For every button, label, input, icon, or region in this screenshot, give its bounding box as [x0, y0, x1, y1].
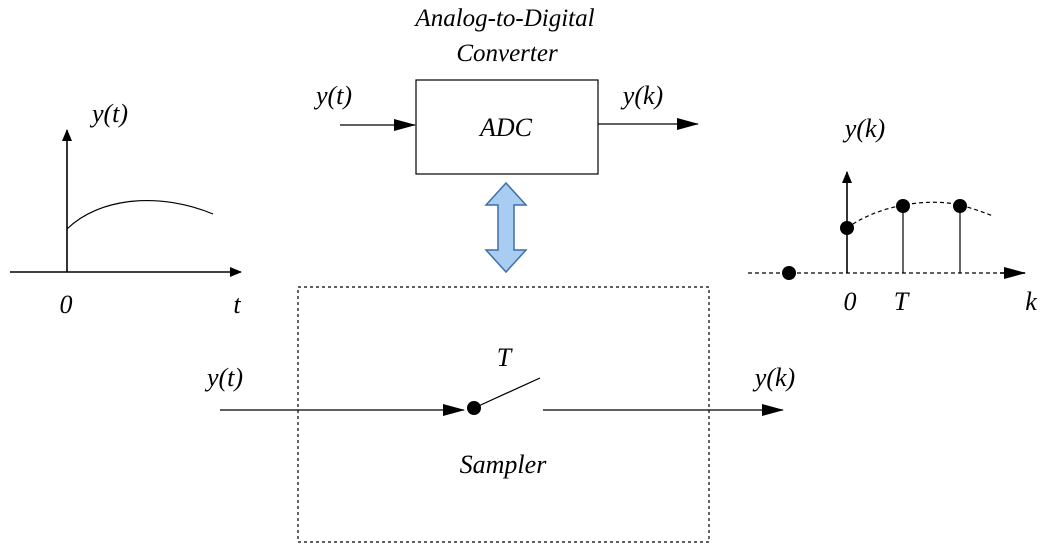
discrete-sample-2T — [953, 199, 967, 213]
sampler-input-label: y(t) — [204, 363, 243, 392]
adc-input-label: y(t) — [313, 81, 352, 110]
adc-title-line2: Converter — [456, 40, 558, 67]
discrete-sample-negative — [782, 266, 796, 280]
continuous-origin-label: 0 — [60, 290, 73, 319]
adc-title-line1: Analog-to-Digital — [413, 5, 594, 32]
discrete-y-label: y(k) — [842, 114, 885, 143]
discrete-period-label: T — [894, 287, 910, 316]
discrete-sample-T — [896, 199, 910, 213]
adc-output-label: y(k) — [620, 81, 663, 110]
continuous-y-label: y(t) — [89, 99, 128, 128]
sampler-switch-blade — [473, 377, 541, 409]
continuous-signal-curve — [66, 199, 214, 230]
discrete-sample-zero — [840, 221, 854, 235]
sampler-output-label: y(k) — [752, 363, 795, 392]
continuous-plot: y(t) 0 t — [10, 99, 242, 319]
discrete-envelope-dashed — [846, 201, 994, 229]
adc-block: Analog-to-Digital Converter ADC y(t) y(k… — [313, 5, 699, 175]
equivalence-double-arrow — [484, 181, 528, 274]
sampler-block: y(t) T y(k) Sampler — [204, 286, 795, 543]
sampler-dashed-box — [297, 286, 710, 543]
adc-box — [415, 79, 599, 175]
continuous-x-label: t — [233, 290, 241, 319]
sampler-box-label: Sampler — [460, 450, 548, 479]
discrete-x-label: k — [1025, 287, 1037, 316]
sampler-switch-label: T — [497, 343, 513, 372]
discrete-origin-label: 0 — [844, 287, 857, 316]
discrete-plot: y(k) 0 T k — [748, 114, 1037, 316]
adc-box-label: ADC — [478, 113, 533, 142]
